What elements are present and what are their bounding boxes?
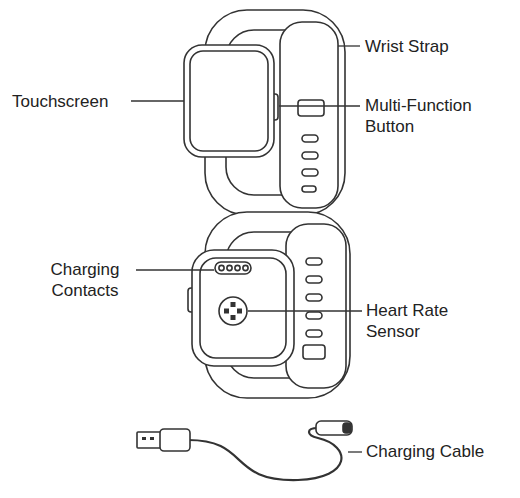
usb-plug-tip <box>137 432 161 448</box>
wrist-strap <box>280 22 338 208</box>
cable-wire <box>188 428 341 480</box>
connector-face <box>343 423 351 433</box>
part-label: Touchscreen <box>12 91 130 112</box>
leader-lines <box>131 46 362 452</box>
touchscreen <box>190 51 268 151</box>
charging-contacts <box>215 262 251 274</box>
contact-pins <box>219 265 248 270</box>
part-label: Heart Rate Sensor <box>366 300 476 342</box>
wrist-strap <box>286 224 346 388</box>
part-label: Charging Contacts <box>36 259 134 301</box>
watch-case <box>184 45 274 157</box>
strap-buckle <box>303 345 325 359</box>
strap-holes <box>302 135 318 192</box>
part-label: Charging Cable <box>366 441 511 462</box>
strap-holes <box>306 258 322 337</box>
watch-back <box>192 250 294 366</box>
heart-rate-sensor <box>219 297 247 325</box>
sensor-leds <box>224 302 242 320</box>
magnetic-connector <box>316 421 352 435</box>
part-label: Wrist Strap <box>365 36 505 57</box>
usb-plug-body <box>160 429 190 451</box>
back-plate <box>200 258 286 358</box>
strap-buckle <box>298 100 324 116</box>
part-label: Multi-Function Button <box>365 95 505 137</box>
